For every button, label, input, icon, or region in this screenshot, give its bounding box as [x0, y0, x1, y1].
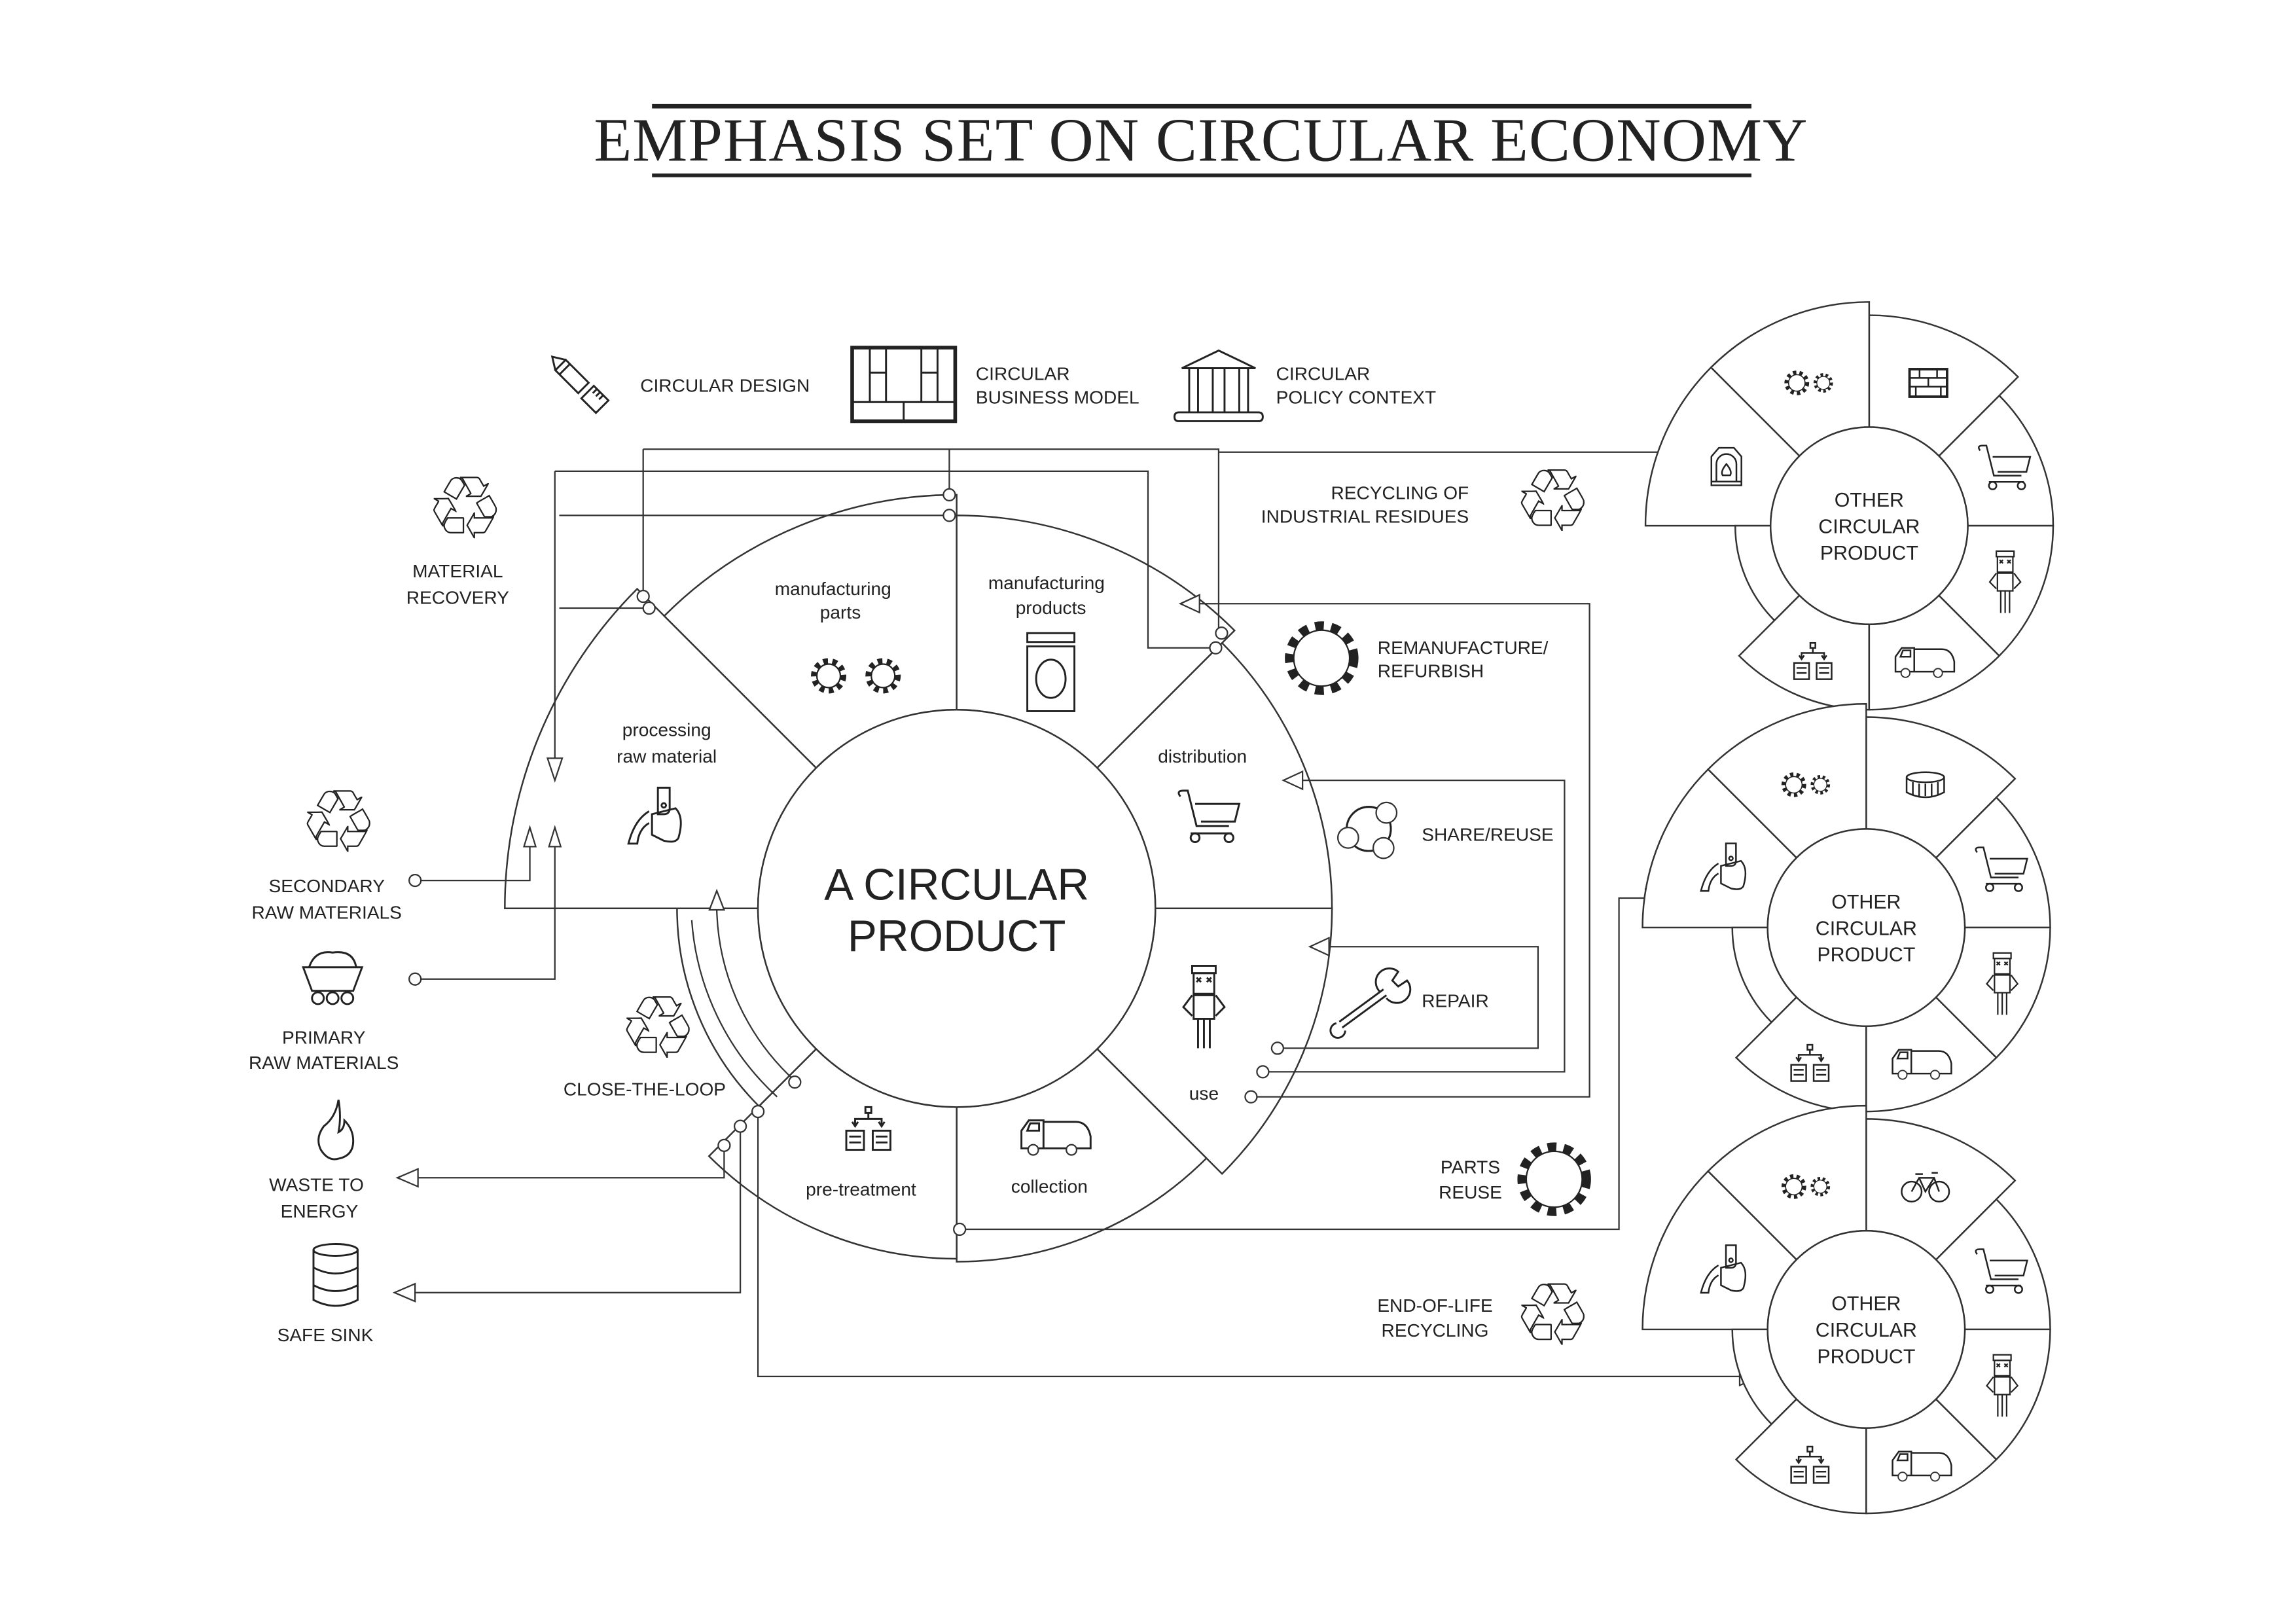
stage-products-label-1: manufacturing [988, 573, 1105, 593]
material-recovery-label-2: RECOVERY [406, 587, 509, 607]
policy-context-label-2: POLICY CONTEXT [1276, 387, 1437, 407]
eol-recycling-label-1: END-OF-LIFE [1377, 1295, 1492, 1316]
connector-node [1244, 1090, 1258, 1104]
connector-node [788, 1075, 802, 1089]
connector-node [636, 589, 650, 604]
connector-node [733, 1119, 747, 1133]
gear-icon [1522, 1147, 1587, 1212]
connector-node [1209, 641, 1223, 655]
satellite-label: PRODUCT [1817, 945, 1915, 966]
satellite-label: OTHER [1835, 490, 1904, 511]
connector-node [1215, 626, 1229, 640]
barrel-icon [312, 1243, 359, 1307]
satellite-center-circle [1767, 1230, 1966, 1429]
safe-sink-label: SAFE SINK [278, 1325, 374, 1345]
business-model-label-1: CIRCULAR [976, 364, 1070, 384]
arrow-left-icon [392, 1282, 416, 1303]
satellite-label: CIRCULAR [1816, 1320, 1917, 1341]
secondary-raw-label-2: RAW MATERIALS [251, 903, 401, 923]
material-recovery-label-1: MATERIAL [412, 561, 503, 581]
other-circular-product: OTHER CIRCULAR PRODUCT [1644, 301, 2054, 711]
coal-cart-icon [302, 951, 363, 1005]
recycle-icon [299, 770, 378, 873]
connector-node [1256, 1065, 1270, 1079]
satellite-label: OTHER [1831, 892, 1901, 913]
connector-node [751, 1104, 765, 1119]
waste-energy-label-1: WASTE TO [269, 1175, 364, 1195]
policy-building-icon [1174, 350, 1264, 422]
connector-node [1270, 1041, 1285, 1055]
stage-processing-label-2: raw material [617, 746, 717, 767]
primary-raw-label-1: PRIMARY [282, 1028, 366, 1048]
center-label-1: A CIRCULAR [824, 860, 1089, 909]
share-icon [1336, 801, 1398, 859]
remanufacture-label-1: REMANUFACTURE/ [1378, 638, 1549, 658]
recycle-icon [1513, 1264, 1592, 1365]
wrench-icon [1329, 967, 1412, 1039]
arrow-left-icon [1282, 770, 1304, 791]
satellite-label: PRODUCT [1817, 1346, 1915, 1368]
industrial-residues-label-2: INDUSTRIAL RESIDUES [1261, 507, 1469, 527]
recycle-icon [426, 457, 505, 559]
repair-label: REPAIR [1422, 990, 1489, 1011]
waste-energy-label-2: ENERGY [281, 1201, 359, 1221]
stage-distribution-label: distribution [1158, 746, 1247, 767]
connector-node [717, 1138, 731, 1152]
policy-context-label-1: CIRCULAR [1276, 364, 1371, 384]
business-model-label-2: BUSINESS MODEL [976, 387, 1139, 407]
arrow-up-icon [523, 825, 537, 848]
satellite-label: CIRCULAR [1816, 918, 1917, 939]
parts-reuse-label-1: PARTS [1441, 1157, 1500, 1178]
recycle-icon [1513, 450, 1592, 551]
remanufacture-label-2: REFURBISH [1378, 661, 1484, 681]
connector-node [642, 601, 656, 615]
secondary-raw-label-1: SECONDARY [268, 876, 385, 896]
eol-recycling-label-2: RECYCLING [1382, 1320, 1489, 1341]
center-circle [757, 708, 1157, 1108]
arrow-left-icon [395, 1168, 419, 1188]
circular-design-icon [545, 349, 610, 414]
stage-collection-label: collection [1011, 1176, 1088, 1197]
parts-reuse-label-2: REUSE [1439, 1182, 1502, 1202]
stage-use-label: use [1189, 1083, 1219, 1104]
satellite-label: CIRCULAR [1818, 516, 1920, 537]
arrow-up-icon [708, 888, 726, 911]
other-circular-products: OTHER CIRCULAR PRODUCT OTHER CIRCULAR PRODUCT… [1641, 301, 2054, 1515]
other-circular-product: OTHER CIRCULAR PRODUCT [1641, 1104, 2051, 1515]
circular-design-label: CIRCULAR DESIGN [640, 375, 810, 395]
connector-node [942, 509, 956, 522]
stage-parts-label-2: parts [820, 602, 861, 623]
satellite-center-circle [1769, 426, 1969, 626]
satellite-center-circle [1767, 828, 1966, 1027]
flame-icon [317, 1098, 355, 1161]
gear-icon [1289, 626, 1354, 691]
business-model-grid-icon [852, 348, 955, 421]
stage-pretreatment-label: pre-treatment [806, 1179, 916, 1199]
satellite-label: OTHER [1831, 1293, 1901, 1315]
flow-lines [409, 448, 1744, 1378]
recycle-icon [619, 977, 697, 1079]
industrial-residues-label-1: RECYCLING OF [1331, 483, 1469, 503]
connector-node [942, 488, 956, 502]
stage-parts-label-1: manufacturing [775, 579, 891, 599]
stage-products-label-2: products [1016, 598, 1086, 618]
arrow-left-icon [1178, 594, 1200, 614]
connector-node [953, 1222, 967, 1236]
other-circular-product: OTHER CIRCULAR PRODUCT [1641, 702, 2051, 1113]
arrow-down-icon [546, 757, 564, 783]
primary-raw-label-2: RAW MATERIALS [249, 1053, 399, 1073]
close-the-loop-label: CLOSE-THE-LOOP [564, 1079, 726, 1099]
arrow-left-icon [1308, 937, 1330, 957]
center-label-2: PRODUCT [848, 912, 1066, 961]
stage-processing-label-1: processing [622, 720, 711, 740]
main-circular-wheel [504, 494, 1333, 1263]
satellite-label: PRODUCT [1820, 543, 1918, 564]
share-reuse-label: SHARE/REUSE [1422, 824, 1553, 844]
connector-node [408, 873, 422, 888]
connector-node [408, 972, 422, 986]
title-block: EMPHASIS SET ON CIRCULAR ECONOMY [594, 103, 1808, 177]
page-title: EMPHASIS SET ON CIRCULAR ECONOMY [594, 106, 1808, 174]
arrow-up-icon [548, 825, 562, 848]
